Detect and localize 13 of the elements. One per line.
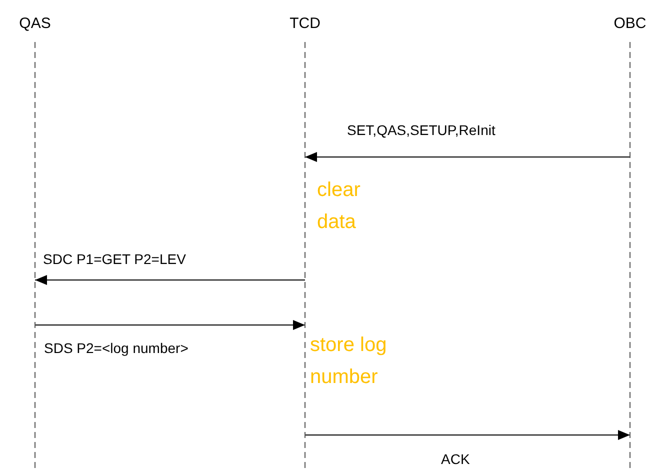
action-note: store log number — [310, 333, 388, 390]
participant-label: TCD — [288, 15, 322, 32]
action-note: clear data — [317, 178, 362, 235]
message-label: SDC P1=GET P2=LEV — [43, 251, 186, 267]
message-label: SDS P2=<log number> — [44, 340, 188, 356]
message-label: ACK — [441, 451, 470, 467]
participant-label: QAS — [18, 15, 52, 32]
message-arrow — [304, 430, 630, 440]
message-arrow — [34, 275, 306, 285]
participant-label: OBC — [612, 15, 648, 32]
message-arrow — [304, 152, 630, 162]
message-label: SET,QAS,SETUP,ReInit — [347, 122, 496, 138]
message-arrow — [34, 320, 306, 330]
